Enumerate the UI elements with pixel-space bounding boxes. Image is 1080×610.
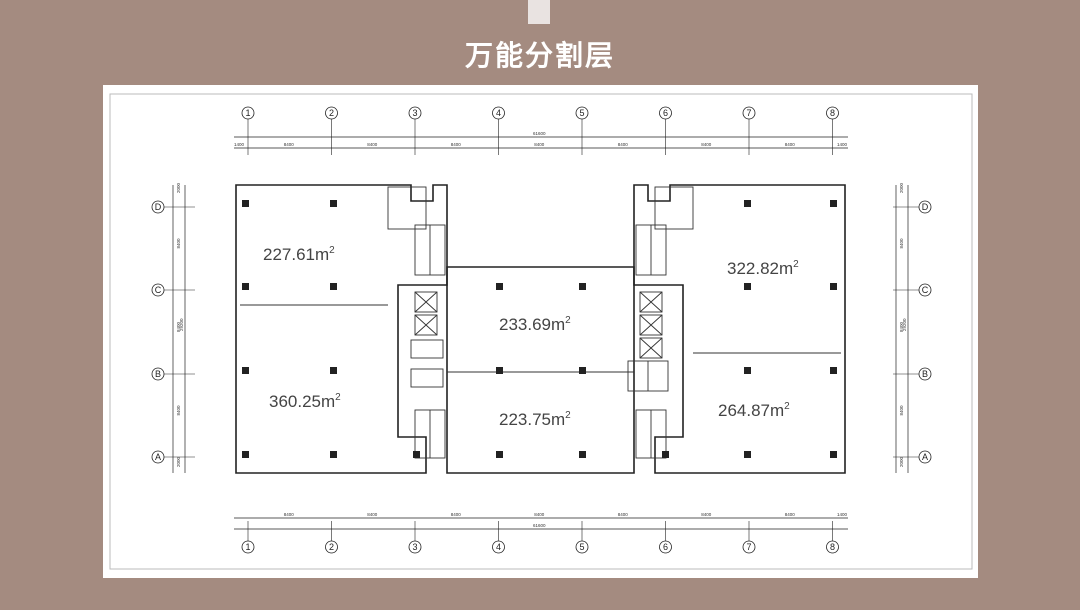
bay-dimension-label: 8400 [618,142,629,147]
column-axis-label-7: 7 [746,542,751,552]
row-axis-label-D: D [155,202,162,212]
bay-dimension-label: 8400 [284,142,295,147]
row-edge-dimension-label: 2000 [176,182,181,193]
column-axis-label-6: 6 [663,542,668,552]
row-bay-dimension-label: 8400 [899,238,904,249]
row-edge-dimension-label: 2000 [899,182,904,193]
west-service-room-2 [410,368,444,388]
room-area-center-top: 233.69m2 [499,315,571,334]
column-axis-label-1: 1 [245,542,250,552]
column-axis-markers: 1 1 2 2 3 3 4 4 5 5 6 6 7 7 8 8 [241,106,839,554]
bay-dimensions: 8400 8400 8400 8400 8400 8400 8400 8400 8400 8400… [284,142,796,517]
central-hall-wall [446,266,635,474]
room-area-nw: 227.61m2 [263,245,335,264]
bay-dimension-label: 8400 [701,142,712,147]
row-bay-dimension-label: 8400 [899,405,904,416]
edge-dim-bottom-right: 1400 [837,512,848,517]
column-axis-label-7: 7 [746,108,751,118]
bay-dimension-label: 8400 [367,512,378,517]
row-axis-label-B: B [922,369,928,379]
east-elevator-1 [639,291,663,313]
room-area-sw: 360.25m2 [269,392,341,411]
row-edge-dimension-label: 2000 [899,456,904,467]
row-bay-dimension-label: 8400 [176,238,181,249]
row-axis-markers: D D C C B B A A 8400 8400 8400 8400 8400 8400 2000 2000… [151,182,932,467]
west-elevator-2 [414,314,438,336]
row-axis-label-D: D [922,202,929,212]
bay-dimension-label: 8400 [785,142,796,147]
bay-dimension-label: 8400 [534,512,545,517]
bay-dimension-label: 8400 [534,142,545,147]
room-area-se: 264.87m2 [718,401,790,420]
east-toilet [654,186,694,230]
plan-frame [109,93,973,570]
row-bay-dimension-label: 8400 [176,321,181,332]
page-title: 万能分割层 [464,39,615,72]
row-total-left: 29200 [179,318,184,331]
column-axis-label-2: 2 [329,542,334,552]
column-axis-label-5: 5 [579,542,584,552]
column-axis-label-4: 4 [496,108,501,118]
west-toilet [387,186,427,230]
bay-dimension-label: 8400 [701,512,712,517]
total-width-bottom: 61600 [533,523,546,528]
column-axis-label-8: 8 [830,542,835,552]
row-bay-dimension-label: 8400 [176,405,181,416]
row-axis-label-A: A [922,452,928,462]
structural-columns [242,200,837,458]
bay-dimension-label: 8400 [284,512,295,517]
top-tab-decoration [528,0,550,24]
bay-dimension-label: 8400 [618,512,629,517]
column-axis-label-3: 3 [412,108,417,118]
row-total-right: 29200 [902,318,907,331]
column-axis-label-3: 3 [412,542,417,552]
bay-dimension-label: 8400 [785,512,796,517]
floor-plan: 227.61m2 360.25m2 233.69m2 223.75m2 322.… [109,93,973,570]
edge-dim-top-left: 1400 [234,142,245,147]
east-elevator-2 [639,314,663,336]
west-service-room-1 [410,339,444,359]
row-axis-label-A: A [155,452,161,462]
row-axis-label-C: C [155,285,162,295]
bay-dimension-label: 8400 [367,142,378,147]
west-elevator-1 [414,291,438,313]
floor-plan-panel: 227.61m2 360.25m2 233.69m2 223.75m2 322.… [103,85,978,578]
room-area-ne: 322.82m2 [727,259,799,278]
east-elevator-3 [639,337,663,359]
column-axis-label-8: 8 [830,108,835,118]
column-axis-label-5: 5 [579,108,584,118]
total-width-top: 61600 [533,131,546,136]
row-axis-label-B: B [155,369,161,379]
column-axis-label-2: 2 [329,108,334,118]
bay-dimension-label: 8400 [451,142,462,147]
row-axis-label-C: C [922,285,929,295]
row-bay-dimension-label: 8400 [899,321,904,332]
column-axis-label-4: 4 [496,542,501,552]
column-axis-label-1: 1 [245,108,250,118]
bay-dimension-label: 8400 [451,512,462,517]
column-axis-label-6: 6 [663,108,668,118]
edge-dim-top-right: 1400 [837,142,848,147]
row-edge-dimension-label: 2000 [176,456,181,467]
room-area-center-bottom: 223.75m2 [499,410,571,429]
